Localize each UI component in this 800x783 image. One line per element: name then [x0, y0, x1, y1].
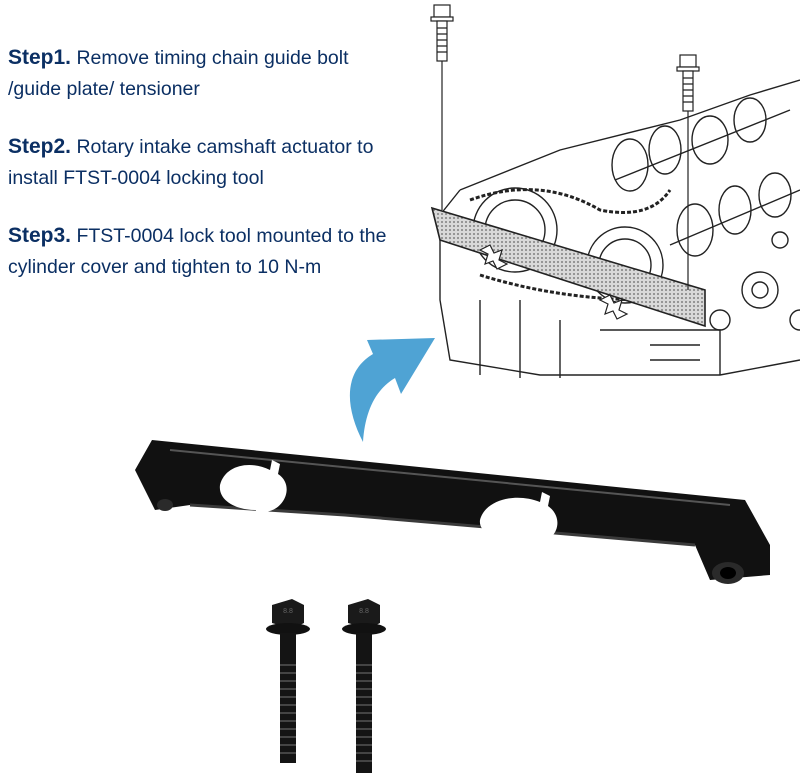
step-2-title: Step2. — [8, 135, 72, 158]
svg-text:8.8: 8.8 — [359, 608, 369, 615]
step-1-title: Step1. — [8, 46, 72, 69]
bolt-pair: 8.8 8.8 — [266, 599, 386, 773]
locking-tool-bracket — [135, 440, 770, 584]
flange-bolt-icon: 8.8 — [342, 599, 386, 773]
step-2-text: Rotary intake camshaft actuator to insta… — [8, 136, 374, 189]
step-3-text: FTST-0004 lock tool mounted to the cylin… — [8, 225, 387, 278]
step-3-title: Step3. — [8, 224, 72, 247]
engine-diagram — [430, 4, 800, 378]
step-1: Step1. Remove timing chain guide bolt /g… — [8, 42, 388, 105]
step-2: Step2. Rotary intake camshaft actuator t… — [8, 131, 388, 194]
step-3: Step3. FTST-0004 lock tool mounted to th… — [8, 220, 388, 283]
instruction-steps: Step1. Remove timing chain guide bolt /g… — [8, 42, 388, 309]
step-1-text: Remove timing chain guide bolt /guide pl… — [8, 47, 349, 100]
svg-text:8.8: 8.8 — [283, 608, 293, 615]
flange-bolt-icon: 8.8 — [266, 599, 310, 763]
curved-arrow-icon — [349, 338, 435, 442]
